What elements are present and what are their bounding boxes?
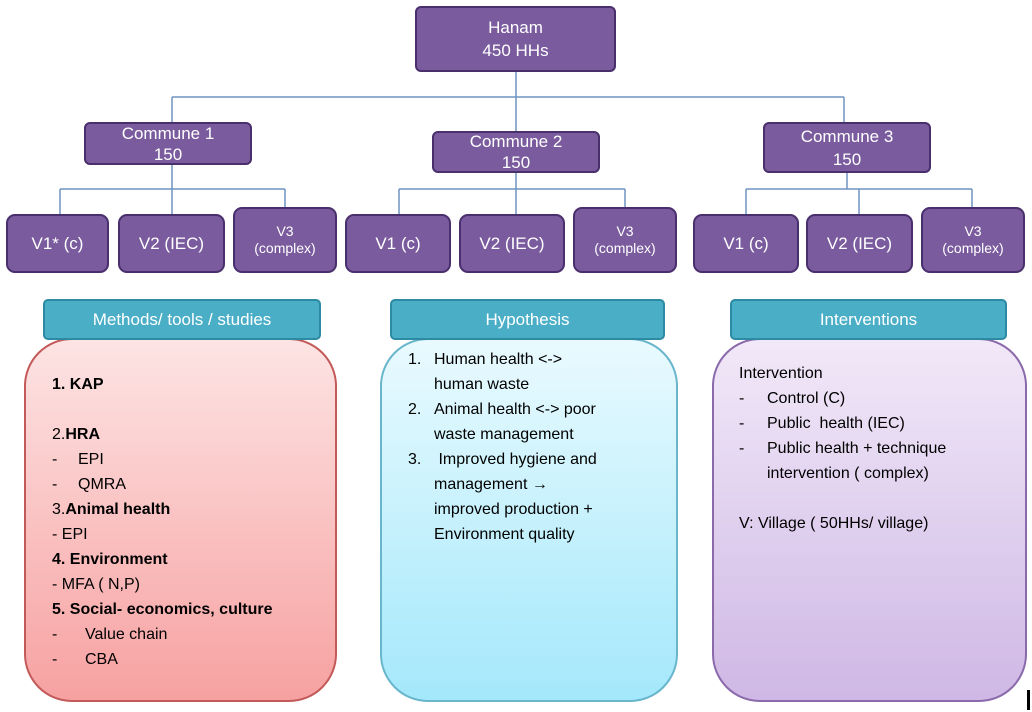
commune-value: 150	[832, 149, 862, 169]
village-node-c3-v2: V2 (IEC)	[806, 214, 913, 273]
method-mfa: - MFA ( N,P)	[52, 576, 140, 593]
village-label: V1 (c)	[723, 234, 769, 253]
hypothesis-text-cont: improved production +	[434, 501, 593, 518]
village-label: V2 (IEC)	[138, 234, 205, 253]
hypothesis-number: 2.	[408, 401, 422, 418]
village-label: V2 (IEC)	[826, 234, 893, 253]
village-label: V3	[964, 223, 982, 239]
method-qmra-label: QMRA	[78, 476, 126, 493]
intervention-public-health: -Public health (IEC)	[739, 411, 1025, 436]
village-sublabel: (complex)	[594, 240, 656, 256]
village-label: V2 (IEC)	[479, 234, 545, 253]
root-title: Hanam	[488, 18, 543, 37]
village-node-c3-v1: V1 (c)	[693, 214, 799, 273]
village-node-c2-v1: V1 (c)	[345, 214, 451, 273]
commune-2-connector	[398, 173, 626, 214]
interventions-header: Interventions	[730, 299, 1007, 340]
method-kap: 1. KAP	[52, 376, 104, 393]
methods-panel: 1. KAP 2. HRA -EPI -QMRA 3. Animal healt…	[24, 338, 337, 702]
interventions-title: Intervention	[739, 365, 823, 382]
village-node-c3-v3: V3 (complex)	[921, 207, 1025, 273]
commune-node-2: Commune 2 150	[432, 131, 600, 173]
hypothesis-text: Animal health <-> poor	[434, 401, 596, 418]
village-label: V3	[276, 223, 294, 239]
method-animal-health: 3. Animal health	[52, 497, 335, 522]
village-sublabel: (complex)	[942, 240, 1004, 256]
intervention-control-label: Control (C)	[767, 390, 846, 407]
root-connector	[171, 72, 845, 131]
village-node-c2-v3: V3 (complex)	[573, 207, 677, 273]
method-hra: 2. HRA	[52, 422, 335, 447]
commune-value: 150	[501, 153, 531, 172]
method-hra-number: 2.	[52, 426, 66, 443]
hypothesis-text-cont: human waste	[434, 376, 530, 393]
village-node-c1-v2: V2 (IEC)	[118, 214, 225, 273]
hypothesis-text: Improved hygiene and	[434, 451, 597, 468]
intervention-complex: -Public health + technique	[739, 436, 1025, 461]
method-value-chain-label: Value chain	[85, 626, 168, 643]
method-cba: -CBA	[52, 647, 335, 672]
interventions-panel: Intervention -Control (C) -Public health…	[712, 338, 1027, 702]
village-node-c1-v3: V3 (complex)	[233, 207, 337, 273]
hypothesis-text-cont: management →	[434, 476, 548, 493]
hypothesis-item-2: 2. Animal health <-> poor	[408, 397, 676, 422]
hypothesis-header: Hypothesis	[390, 299, 665, 340]
method-epi-1-label: EPI	[78, 451, 104, 468]
village-label: V1* (c)	[31, 234, 84, 253]
hypothesis-panel: 1. Human health <-> human waste 2. Animal …	[380, 338, 678, 702]
hypothesis-number: 3.	[408, 451, 422, 468]
method-qmra: -QMRA	[52, 472, 335, 497]
hypothesis-item-1: 1. Human health <->	[408, 347, 676, 372]
text-cursor	[1027, 690, 1030, 710]
commune-title: Commune 2	[469, 132, 563, 151]
commune-1-connector	[59, 165, 286, 214]
root-node-hanam: Hanam 450 HHs	[415, 6, 616, 72]
intervention-control: -Control (C)	[739, 386, 1025, 411]
intervention-complex-cont: intervention ( complex)	[767, 465, 929, 482]
hypothesis-number: 1.	[408, 351, 422, 368]
village-node-c2-v2: V2 (IEC)	[459, 214, 565, 273]
method-epi-1: -EPI	[52, 447, 335, 472]
hypothesis-text: Human health <->	[434, 351, 563, 368]
commune-node-3: Commune 3 150	[763, 122, 931, 173]
methods-header: Methods/ tools / studies	[43, 299, 321, 340]
method-animal-label: Animal health	[65, 501, 171, 518]
hypothesis-text-cont: waste management	[434, 426, 574, 443]
interventions-note: V: Village ( 50HHs/ village)	[739, 515, 929, 532]
root-subtitle: 450 HHs	[482, 41, 549, 60]
village-label: V3	[616, 223, 634, 239]
hypothesis-text-cont: Environment quality	[434, 526, 575, 543]
intervention-complex-label: Public health + technique	[767, 440, 947, 457]
commune-value: 150	[153, 144, 183, 164]
village-label: V1 (c)	[375, 234, 421, 253]
intervention-public-health-label: Public health (IEC)	[767, 415, 905, 432]
commune-3-connector	[745, 173, 973, 214]
method-animal-number: 3.	[52, 501, 66, 518]
village-node-c1-v1: V1* (c)	[6, 214, 109, 273]
commune-title: Commune 1	[121, 123, 215, 143]
method-value-chain: -Value chain	[52, 622, 335, 647]
commune-title: Commune 3	[800, 126, 894, 146]
method-environment: 4. Environment	[52, 551, 168, 568]
method-cba-label: CBA	[85, 651, 118, 668]
commune-node-1: Commune 1 150	[84, 122, 252, 165]
method-social: 5. Social- economics, culture	[52, 601, 273, 618]
method-hra-label: HRA	[65, 426, 101, 443]
village-sublabel: (complex)	[254, 240, 316, 256]
hypothesis-item-3: 3. Improved hygiene and	[408, 447, 676, 472]
method-epi-2: - EPI	[52, 526, 88, 543]
